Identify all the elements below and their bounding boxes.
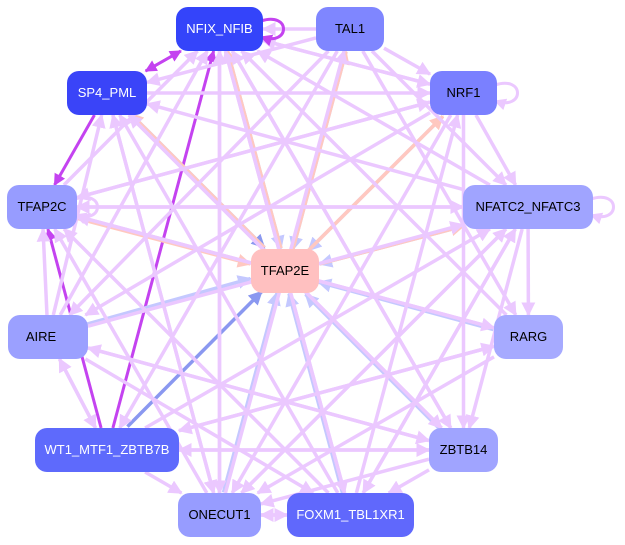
node-sp4-pml[interactable]: SP4_PML xyxy=(67,71,147,115)
node-label: NRF1 xyxy=(447,85,481,100)
edge-aire-to-tfap2e xyxy=(86,275,252,326)
node-tfap2e[interactable]: TFAP2E xyxy=(251,249,319,293)
node-nfix-nfib[interactable]: NFIX_NFIB xyxy=(176,7,263,51)
edge-aire-to-wt1_mtf1_zbtb7b xyxy=(57,358,98,430)
edge-tal1-to-nfatc2_nfatc3 xyxy=(370,49,508,187)
node-label: RARG xyxy=(510,329,548,344)
edge-wt1_mtf1_zbtb7b-to-rarg xyxy=(178,342,496,433)
edge-wt1_mtf1_zbtb7b-to-nfatc2_nfatc3 xyxy=(144,227,492,430)
edge-aire-to-foxm1_tbl1xr1 xyxy=(84,357,315,495)
node-zbtb14[interactable]: ZBTB14 xyxy=(429,428,498,472)
node-nfatc2-nfatc3[interactable]: NFATC2_NFATC3 xyxy=(463,185,593,229)
node-label: FOXM1_TBL1XR1 xyxy=(296,507,404,522)
self-loop-nrf1 xyxy=(493,81,519,111)
nodes-layer: NFIX_NFIB TAL1 SP4_PML NRF1 TFAP2C NFATC… xyxy=(7,7,593,537)
edge-aire-to-tfap2c xyxy=(36,227,51,316)
node-label: SP4_PML xyxy=(78,85,137,100)
node-label: AIRE xyxy=(26,329,57,344)
node-label: ONECUT1 xyxy=(188,507,250,522)
edge-nfix_nfib-to-sp4_pml xyxy=(144,49,182,73)
node-label: ZBTB14 xyxy=(440,442,488,457)
node-label: TAL1 xyxy=(335,21,365,36)
edge-sp4_pml-to-tfap2c xyxy=(53,114,96,187)
edge-sp4_pml-to-onecut1 xyxy=(111,114,218,495)
self-loop-nfix_nfib xyxy=(259,17,285,47)
node-tal1[interactable]: TAL1 xyxy=(316,7,384,51)
edge-zbtb14-to-foxm1_tbl1xr1 xyxy=(387,468,430,495)
node-rarg[interactable]: RARG xyxy=(494,315,563,359)
edge-nfix_nfib-to-nrf1 xyxy=(262,38,432,88)
node-label: NFIX_NFIB xyxy=(186,21,252,36)
self-loop-tfap2c xyxy=(73,195,99,225)
edge-foxm1_tbl1xr1-to-sp4_pml xyxy=(118,113,340,494)
node-nrf1[interactable]: NRF1 xyxy=(430,71,497,115)
edge-nrf1-to-aire xyxy=(84,111,431,317)
edge-tfap2e-to-sp4_pml xyxy=(129,112,266,249)
edge-nfix_nfib-to-zbtb14 xyxy=(230,50,453,430)
node-label: TFAP2C xyxy=(17,199,66,214)
edge-wt1_mtf1_zbtb7b-to-onecut1 xyxy=(144,470,183,495)
node-wt1-mtf1-zbtb7b[interactable]: WT1_MTF1_ZBTB7B xyxy=(35,428,179,472)
node-foxm1-tbl1xr1[interactable]: FOXM1_TBL1XR1 xyxy=(287,493,414,537)
node-label: NFATC2_NFATC3 xyxy=(476,199,581,214)
node-tfap2c[interactable]: TFAP2C xyxy=(7,185,77,229)
node-aire[interactable]: AIRE xyxy=(8,315,88,359)
edge-tal1-to-nrf1 xyxy=(383,46,432,76)
edge-nrf1-to-nfatc2_nfatc3 xyxy=(474,114,518,187)
edge-aire-to-zbtb14 xyxy=(87,346,431,445)
edge-nfatc2_nfatc3-to-sp4_pml xyxy=(145,100,464,192)
node-label: WT1_MTF1_ZBTB7B xyxy=(45,442,170,457)
self-loop-nfatc2_nfatc3 xyxy=(589,195,615,225)
node-label: TFAP2E xyxy=(261,263,310,278)
node-onecut1[interactable]: ONECUT1 xyxy=(178,493,261,537)
